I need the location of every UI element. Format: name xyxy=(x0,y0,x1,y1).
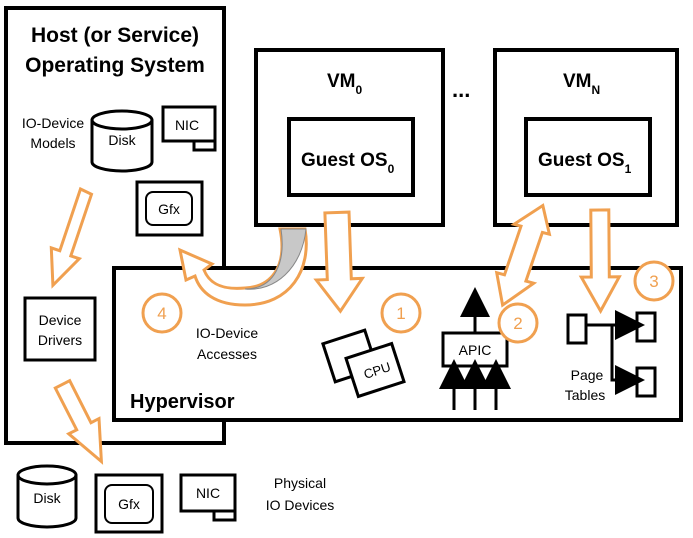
device-drivers-box xyxy=(23,296,97,362)
host-title-line2: Operating System xyxy=(25,54,205,77)
device-drivers-line2: Drivers xyxy=(38,332,82,348)
guest-os-0-label: Guest OS0 xyxy=(301,150,395,176)
nic-icon xyxy=(161,105,217,152)
physical-nic-label: NIC xyxy=(196,485,220,501)
page-table-diagram xyxy=(566,310,657,398)
svg-text:1: 1 xyxy=(396,304,405,323)
arrow-apic-vmn-bidirectional xyxy=(494,203,552,308)
host-nic-label: NIC xyxy=(175,117,199,133)
physical-devices-line1: Physical xyxy=(274,475,326,491)
host-disk-label: Disk xyxy=(108,132,136,148)
gfx-icon xyxy=(135,180,204,237)
io-device-models-line2: Models xyxy=(30,135,75,151)
arrow-vmn-to-page-tables xyxy=(578,208,622,315)
host-gfx-label: Gfx xyxy=(158,201,180,217)
arrow-io-models-to-drivers xyxy=(49,186,94,289)
physical-gfx-label: Gfx xyxy=(118,496,140,512)
arrow-drivers-to-physical xyxy=(53,378,104,465)
svg-text:3: 3 xyxy=(649,272,658,291)
physical-disk-label: Disk xyxy=(33,490,61,506)
callout-3: 3 xyxy=(633,260,675,302)
apic-label: APIC xyxy=(459,342,492,358)
svg-text:2: 2 xyxy=(513,314,522,333)
io-access-hook-shade xyxy=(244,228,307,290)
disk-icon xyxy=(90,109,154,173)
vm-n-title: VMN xyxy=(563,71,600,97)
guest-os-1-label: Guest OS1 xyxy=(538,150,632,176)
arrow-vm0-to-cpu xyxy=(313,210,366,314)
page-tables-line2: Tables xyxy=(565,387,605,403)
physical-gfx-icon xyxy=(94,473,164,534)
cpu-icon xyxy=(321,328,406,399)
vm-0-title: VM0 xyxy=(327,71,363,97)
callout-4: 4 xyxy=(141,292,183,334)
host-title-line1: Host (or Service) xyxy=(31,24,199,47)
svg-text:4: 4 xyxy=(157,304,166,323)
arrow-io-accesses xyxy=(177,227,308,307)
apic-arrows xyxy=(439,287,511,410)
callout-2: 2 xyxy=(497,302,539,344)
hypervisor-label: Hypervisor xyxy=(130,391,235,413)
vm-n-box xyxy=(493,48,679,227)
io-device-models-line1: IO-Device xyxy=(22,115,84,131)
io-device-accesses-line1: IO-Device xyxy=(196,325,258,341)
callout-1: 1 xyxy=(380,292,422,334)
device-drivers-line1: Device xyxy=(39,312,82,328)
vm-ellipsis: ... xyxy=(452,77,470,102)
physical-nic-icon xyxy=(179,473,237,522)
vm-0-box xyxy=(254,48,445,227)
io-device-accesses-line2: Accesses xyxy=(197,346,257,362)
page-tables-line1: Page xyxy=(571,367,604,383)
physical-devices-line2: IO Devices xyxy=(266,497,334,513)
physical-disk-icon xyxy=(16,464,78,529)
